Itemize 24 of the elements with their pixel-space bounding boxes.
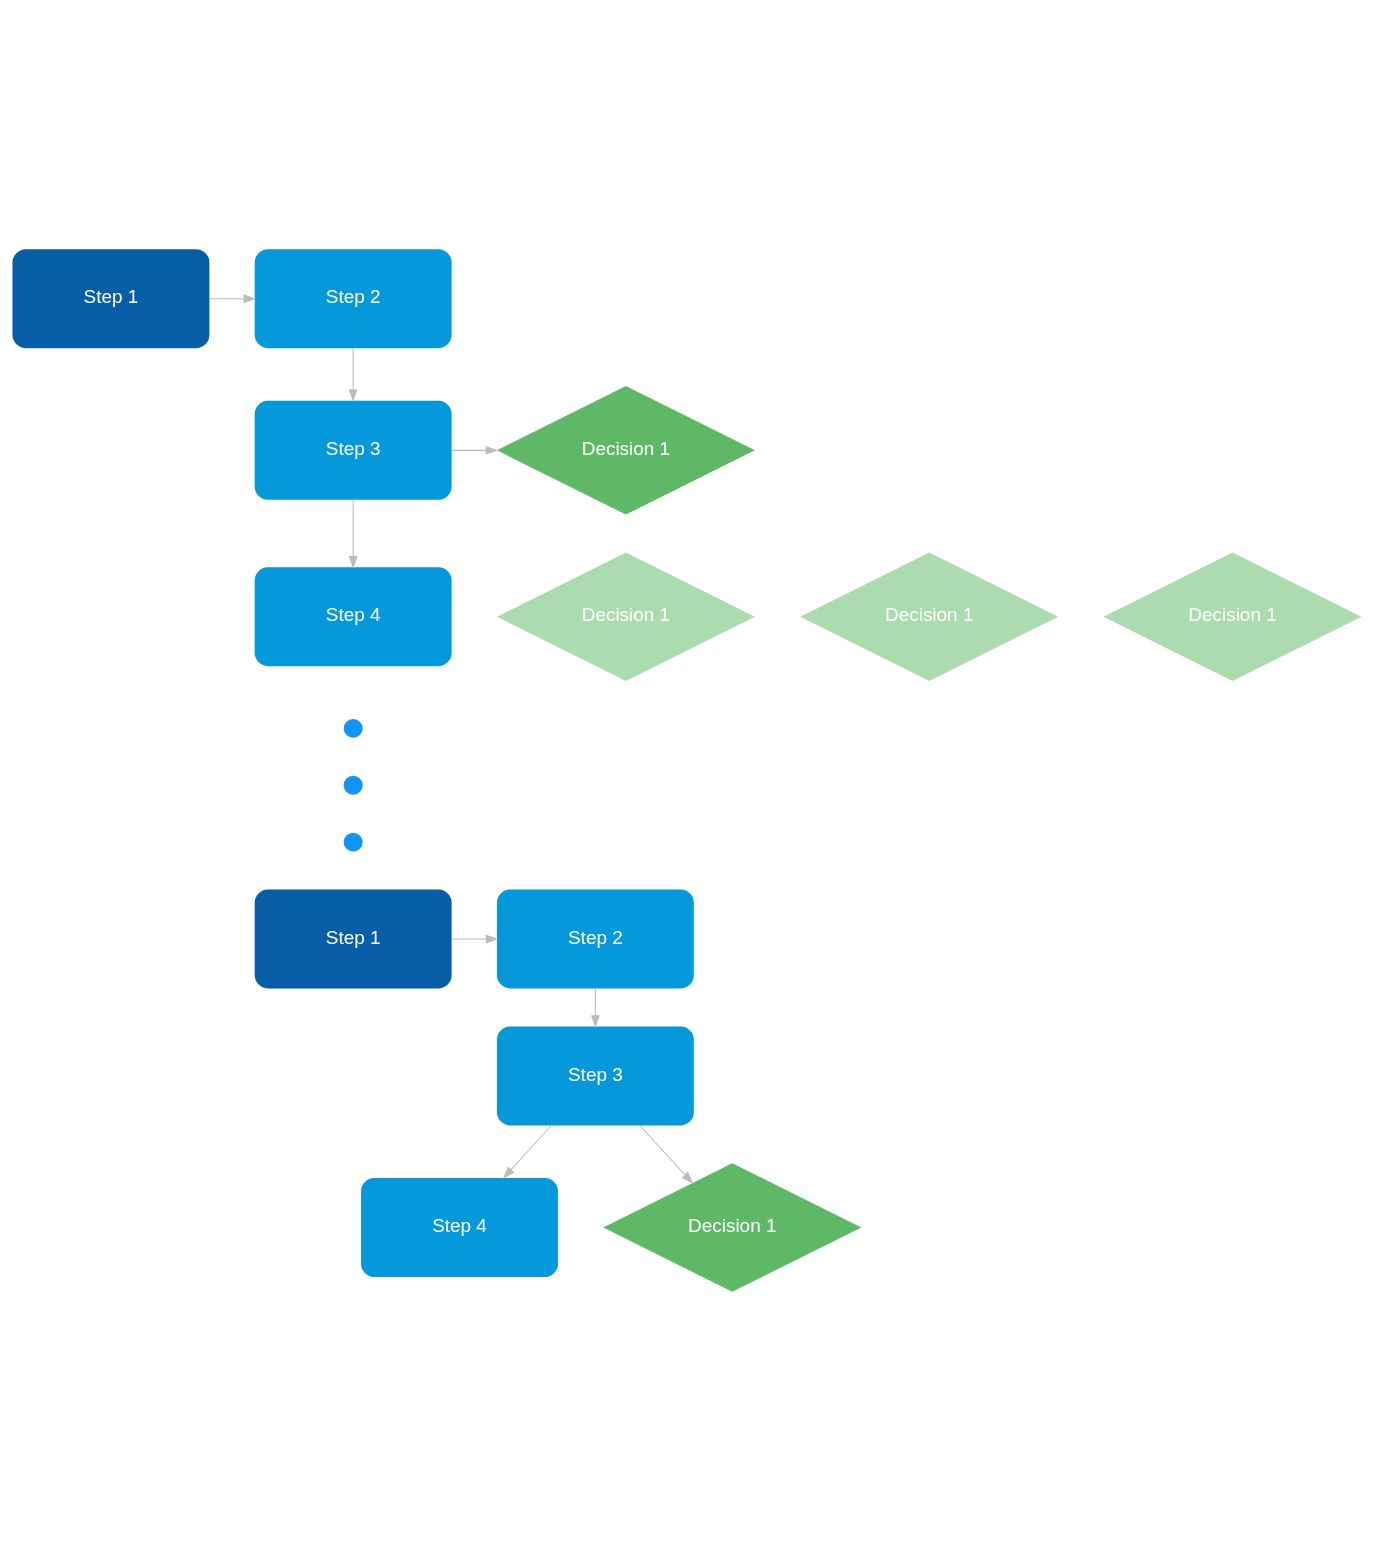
node-diamond: Decision 1: [603, 1163, 862, 1292]
arrow: [502, 1124, 552, 1179]
node-circle: [343, 832, 363, 852]
node-diamond: Decision 1: [496, 386, 755, 515]
arrow: [348, 499, 358, 569]
node-box: Step 1: [254, 889, 452, 989]
arrow: [639, 1124, 694, 1184]
node-box: Step 3: [254, 400, 452, 500]
node-box: Step 4: [254, 567, 452, 667]
node-circle: [343, 718, 363, 738]
arrow: [209, 294, 257, 304]
node-diamond: Decision 1: [496, 552, 755, 681]
node-box: Step 1: [12, 249, 210, 349]
node-box: Step 2: [254, 249, 452, 349]
node-box: Step 2: [496, 889, 694, 989]
arrow: [451, 445, 499, 455]
node-diamond: Decision 1: [1103, 552, 1362, 681]
node-diamond: Decision 1: [800, 552, 1059, 681]
arrow: [590, 988, 600, 1028]
node-box: Step 4: [361, 1178, 558, 1278]
arrow: [348, 347, 358, 403]
node-box: Step 3: [496, 1026, 694, 1126]
node-circle: [343, 775, 363, 795]
arrow: [451, 934, 499, 944]
